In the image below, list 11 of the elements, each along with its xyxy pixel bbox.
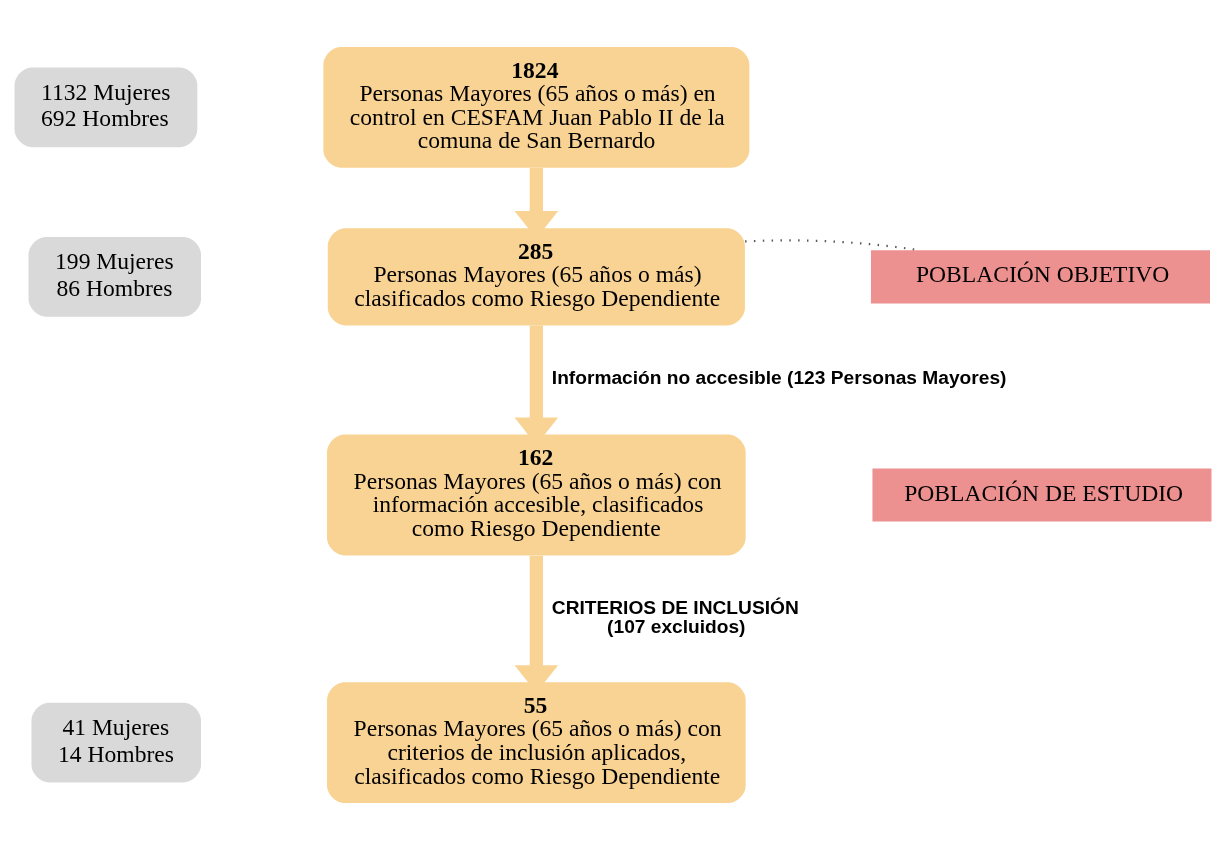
node-box: 199 Mujeres 86 Hombres <box>28 236 201 317</box>
node-box: POBLACIÓN DE ESTUDIO <box>872 468 1212 522</box>
node-box: 162 Personas Mayores (65 años o más) con información accesible, clasificados como Riesgo Dependiente <box>327 434 746 555</box>
edge-label: Información no accesible (123 Personas Mayores) <box>551 366 1007 388</box>
node-box: 41 Mujeres 14 Hombres <box>31 702 201 782</box>
node-box: 1824 Personas Mayores (65 años o más) en control en CESFAM Juan Pablo II de la comuna de San Bernardo <box>323 46 750 168</box>
node-box: 1132 Mujeres 692 Hombres <box>14 67 198 147</box>
node-box: 285 Personas Mayores (65 años o más) clasificados como Riesgo Dependiente <box>327 227 745 325</box>
edge-label: CRITERIOS DE INCLUSIÓN (107 excluidos) <box>551 596 799 637</box>
node-box: POBLACIÓN OBJETIVO <box>870 249 1210 303</box>
node-box: 55 Personas Mayores (65 años o más) con criterios de inclusión aplicados, clasificados como Riesgo Dependiente <box>327 681 746 803</box>
